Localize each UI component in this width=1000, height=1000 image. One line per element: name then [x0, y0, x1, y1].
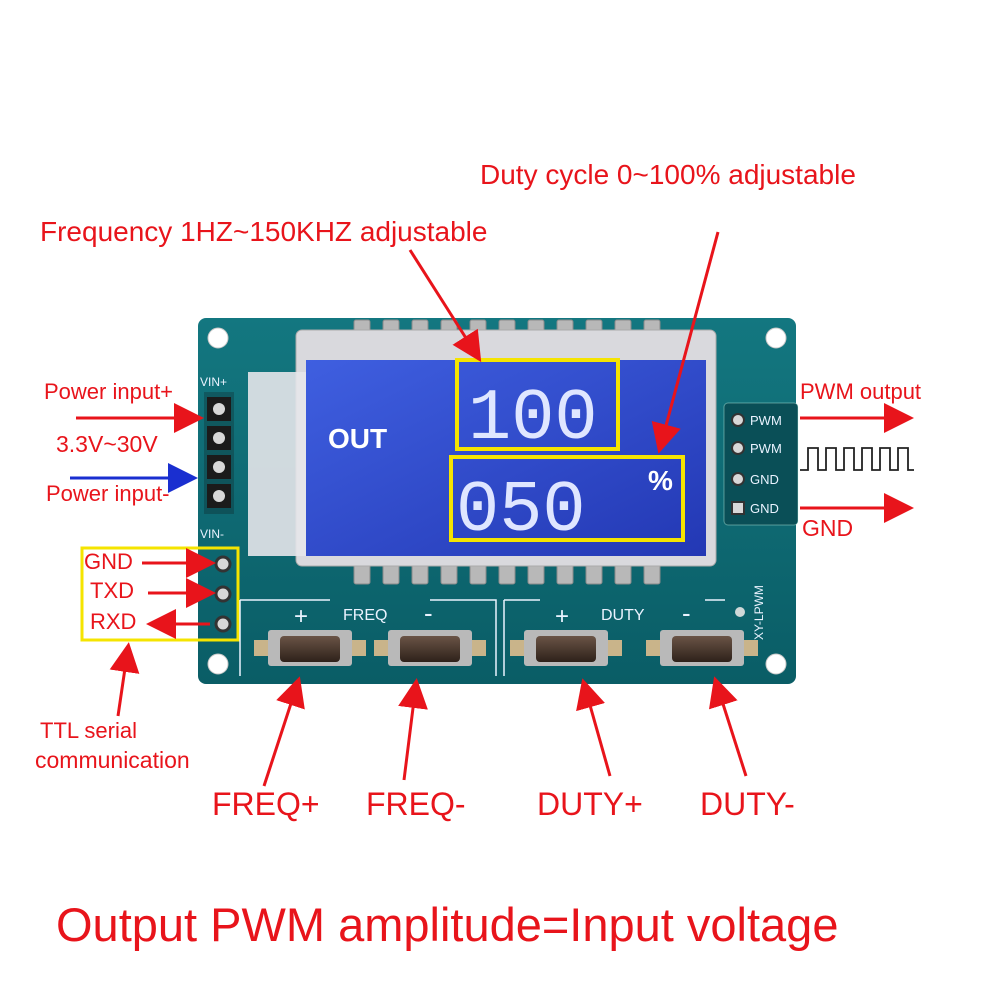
lcd-duty-value: 050 — [456, 470, 586, 552]
freq-minus-button-body — [374, 630, 486, 666]
mounting-hole-top-right — [765, 327, 787, 349]
output-header-pins — [731, 413, 745, 515]
model-silkscreen: XY-LPWM — [752, 585, 766, 640]
freq-plus-label: FREQ+ — [212, 786, 320, 822]
frequency-range-label: Frequency 1HZ~150KHZ adjustable — [40, 216, 488, 247]
freq-minus-silkscreen: - — [424, 598, 433, 628]
mounting-hole-bottom-left — [207, 653, 229, 675]
mounting-hole-bottom-right — [765, 653, 787, 675]
status-dot — [735, 607, 745, 617]
lcd-side-glass — [248, 372, 308, 556]
freq-plus-silkscreen: + — [294, 603, 308, 630]
duty-highlight-box — [449, 455, 685, 542]
duty-section-silkscreen: DUTY — [601, 607, 645, 624]
duty-plus-label: DUTY+ — [537, 786, 643, 822]
footer-caption: Output PWM amplitude=Input voltage — [56, 898, 839, 951]
lcd-mode-label: OUT — [328, 423, 387, 454]
gnd-pin-1-silkscreen: GND — [750, 472, 779, 487]
pwm-output-label: PWM output — [800, 379, 922, 404]
power-input-minus-label: Power input- — [46, 481, 170, 506]
gnd-output-label: GND — [802, 515, 854, 541]
serial-highlight-box — [80, 546, 240, 642]
vin-plus-silkscreen: VIN+ — [200, 375, 227, 389]
duty-plus-silkscreen: + — [555, 603, 569, 630]
power-input-plus-label: Power input+ — [44, 379, 174, 404]
power-header-pins — [207, 397, 231, 508]
pwm-pin-1-silkscreen: PWM — [750, 413, 782, 428]
lcd-bottom-pins — [353, 561, 661, 585]
pwm-pin-2-silkscreen: PWM — [750, 441, 782, 456]
freq-section-outline — [239, 599, 497, 676]
serial-header-pins — [214, 555, 232, 633]
frequency-highlight-box — [455, 358, 620, 451]
mounting-hole-top-left — [207, 327, 229, 349]
voltage-range-label: 3.3V~30V — [56, 431, 158, 457]
gnd-pin-2-silkscreen: GND — [750, 501, 779, 516]
duty-plus-button-body — [510, 630, 622, 666]
duty-minus-silkscreen: - — [682, 598, 691, 628]
rxd-serial-label: RXD — [90, 609, 137, 634]
vin-minus-silkscreen: VIN- — [200, 527, 224, 541]
ttl-serial-label-line1: TTL serial — [40, 718, 137, 743]
lcd-frequency-value: 100 — [468, 378, 598, 460]
freq-plus-button-body — [254, 630, 366, 666]
duty-minus-button-body — [646, 630, 758, 666]
freq-section-silkscreen: FREQ — [343, 607, 387, 624]
output-header — [723, 402, 799, 526]
duty-range-label: Duty cycle 0~100% adjustable — [480, 159, 856, 190]
duty-minus-label: DUTY- — [700, 786, 795, 822]
ttl-serial-label-line2: communication — [35, 747, 190, 773]
duty-section-outline — [503, 599, 725, 676]
freq-minus-label: FREQ- — [366, 786, 466, 822]
gnd-serial-label: GND — [84, 549, 133, 574]
lcd-percent-symbol: % — [648, 465, 673, 496]
txd-serial-label: TXD — [90, 578, 134, 603]
pwm-waveform-icon — [800, 447, 914, 471]
